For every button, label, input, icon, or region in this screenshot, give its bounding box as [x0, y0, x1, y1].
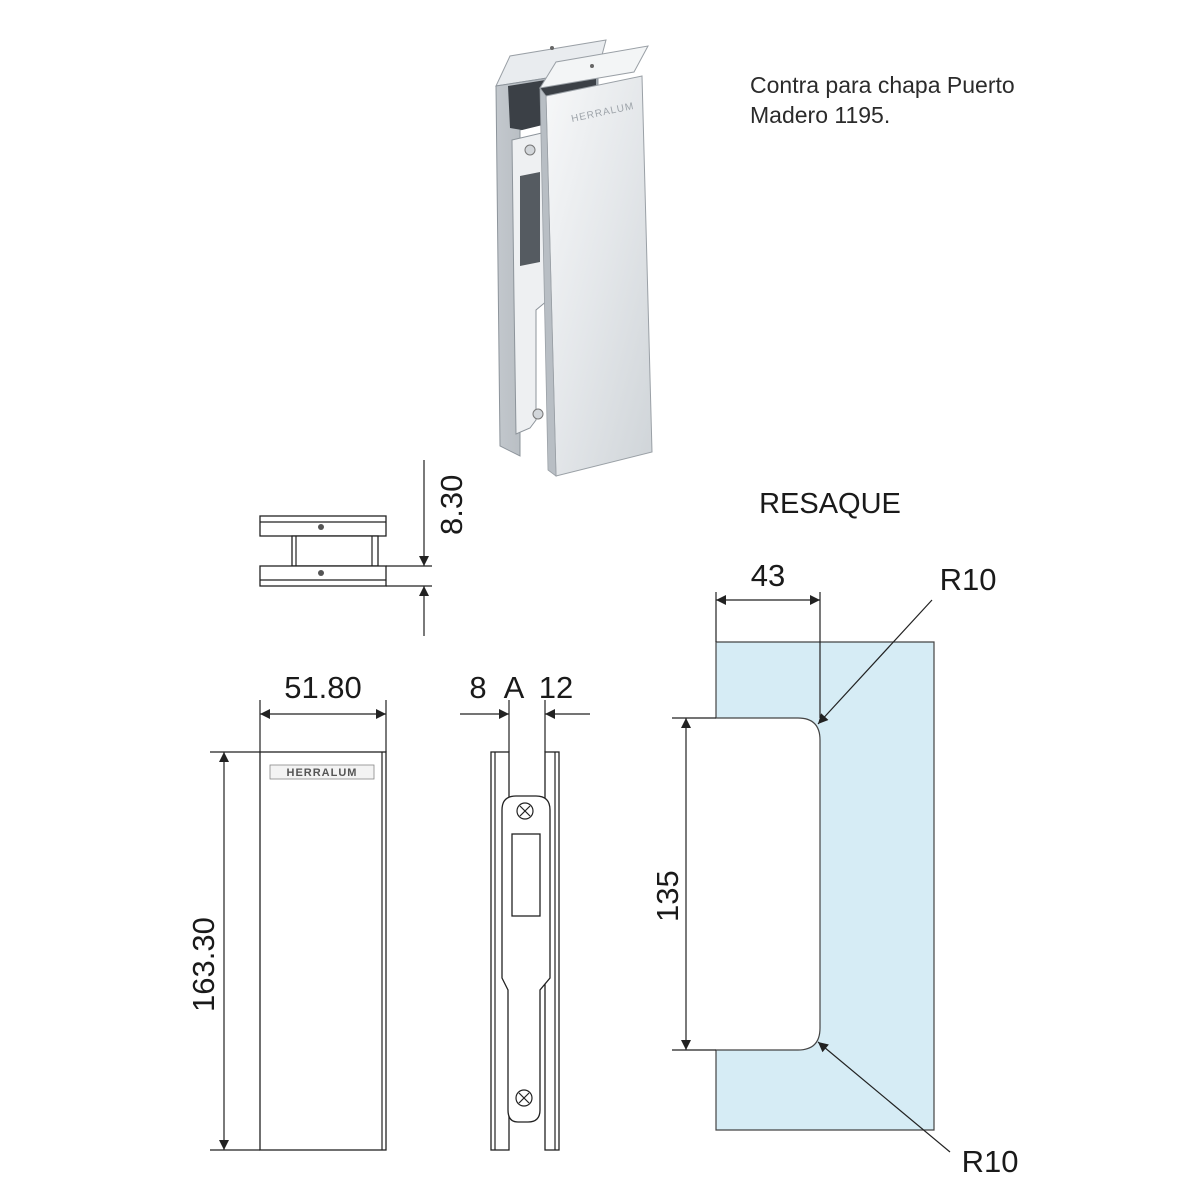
screw-bottom-3d: [532, 408, 544, 420]
description-line-2: Madero 1195.: [750, 102, 891, 128]
side-bottom-plate: [259, 565, 387, 587]
front-brand-box: [269, 764, 375, 780]
front-brand-label: HERRALUM: [287, 767, 358, 779]
glass-panel: [715, 641, 935, 1131]
screw-bottom-icon: [515, 1089, 533, 1107]
front-view: HERRALUM 51.80 163.30: [186, 670, 387, 1151]
dim-side-depth: 8.30: [434, 475, 469, 535]
screw-top-icon: [516, 802, 534, 820]
dim-left-gap: 8: [469, 670, 486, 705]
edge-view: 8 A 12: [460, 670, 590, 1151]
resaque-dim-height: 135: [650, 870, 685, 922]
product-description: Contra para chapa Puerto Madero 1195.: [750, 70, 1110, 130]
dim-right-gap: 12: [539, 670, 573, 705]
front-plate-edge: [539, 86, 557, 477]
front-plate-face: [545, 75, 653, 477]
resaque-radius-bottom: R10: [962, 1144, 1019, 1179]
strike-hole: [520, 172, 540, 266]
dim-gap-a: A: [504, 670, 525, 705]
resaque-radius-top: R10: [940, 562, 997, 597]
edge-strike-hole: [511, 833, 541, 917]
front-plate-top: [538, 45, 649, 89]
resaque-view: RESAQUE 43 135 R10 R10: [650, 488, 1018, 1179]
top-hole-2: [590, 64, 594, 68]
product-3d-view: HERRALUM: [495, 39, 653, 477]
dim-height: 163.30: [186, 917, 221, 1012]
screw-top-3d: [524, 144, 536, 156]
front-plate-outline: [259, 751, 387, 1151]
side-view: 8.30: [259, 460, 469, 636]
top-hole-1: [550, 46, 554, 50]
resaque-dim-width: 43: [751, 558, 785, 593]
dim-width: 51.80: [284, 670, 362, 705]
side-middle-body: [291, 535, 379, 567]
resaque-title: RESAQUE: [759, 488, 901, 520]
description-line-1: Contra para chapa Puerto: [750, 72, 1015, 98]
